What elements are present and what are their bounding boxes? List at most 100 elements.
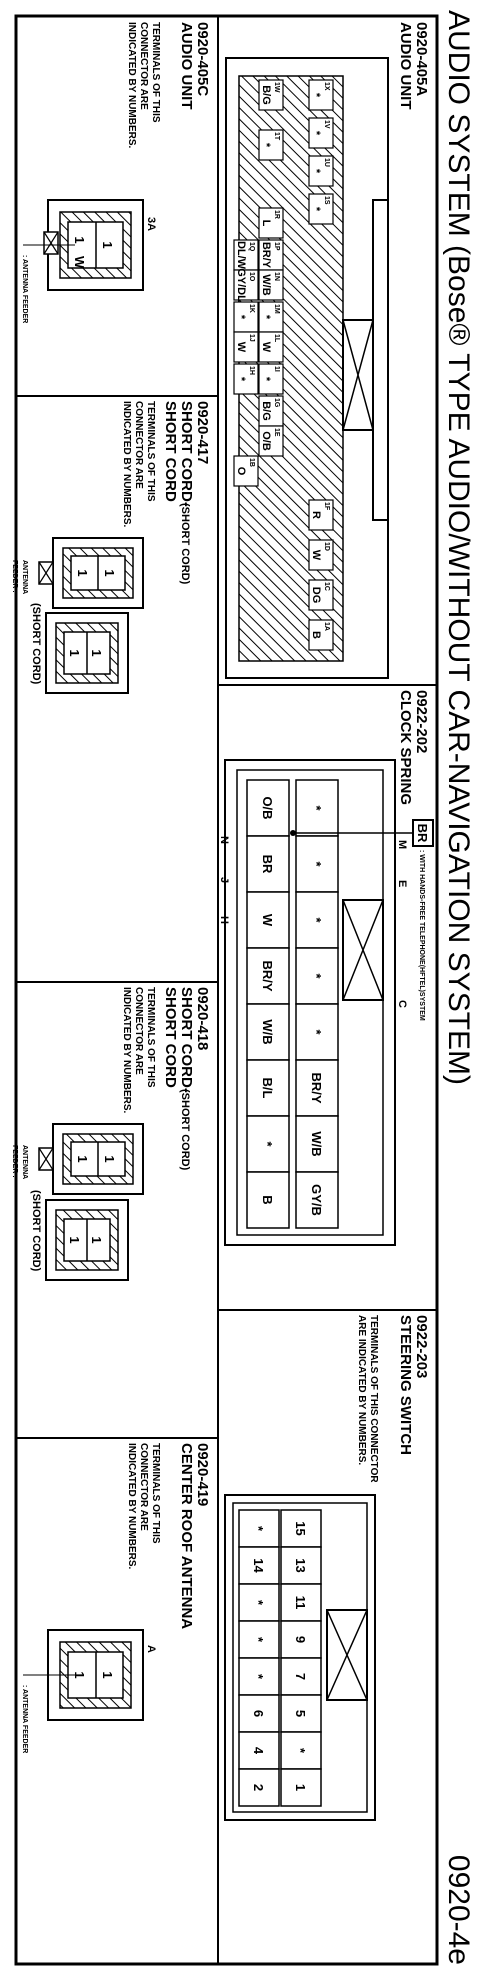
svg-text:B/L: B/L <box>260 1078 275 1099</box>
clock-spring-pin-top-8: GY/B <box>295 1171 339 1229</box>
pin-1s: 1S* <box>308 193 334 225</box>
terminal-note-line-2: CONNECTOR ARE <box>138 1443 149 1531</box>
svg-text:DG: DG <box>310 587 322 604</box>
svg-text:*: * <box>260 315 272 320</box>
svg-text:*: * <box>235 315 247 320</box>
svg-text:BR/Y: BR/Y <box>260 960 275 991</box>
audio-unit-pins: 1X*1V*1U*1S*1WB/G1T*1RL1PBR/Y1NW/B1QDL/W… <box>233 79 334 651</box>
svg-text:1K: 1K <box>248 304 255 313</box>
steering-pin-top-4: 9 <box>280 1620 322 1659</box>
clock-spring-pin-top-4: * <box>295 947 339 1005</box>
clock-spring-pin-top-5: * <box>295 1003 339 1061</box>
steering-pin-bottom-1: * <box>238 1509 280 1548</box>
letter-h: H <box>218 916 230 924</box>
svg-text:BR/Y: BR/Y <box>260 242 272 269</box>
svg-text:*: * <box>251 1600 266 1606</box>
clock-spring-pin-bottom-4: BR/Y <box>246 947 290 1005</box>
with-hf-note: : WITH HANDS-FREE TELEPHONE(HFTEL)SYSTEM <box>418 850 425 1021</box>
svg-text:1J: 1J <box>248 334 255 342</box>
svg-text:1X: 1X <box>323 82 330 91</box>
steering-pin-bottom-7: 4 <box>238 1731 280 1770</box>
steering-pin-top-2: 13 <box>280 1546 322 1585</box>
clock-spring-pin-bottom-6: B/L <box>246 1059 290 1117</box>
steering-pin-top-6: 5 <box>280 1694 322 1733</box>
terminal-note-line-1: TERMINALS OF THIS <box>145 987 156 1088</box>
connector-0920-405a: 0920-405A AUDIO UNIT 1X*1V*1U*1S*1WB/G1T… <box>225 22 430 679</box>
svg-text:*: * <box>251 1637 266 1643</box>
svg-text:BR/Y: BR/Y <box>309 1072 324 1103</box>
svg-text:*: * <box>310 93 322 98</box>
connector-name: CLOCK SPRING <box>397 690 414 805</box>
pin-1g: 1GB/G <box>258 395 284 427</box>
svg-text:O/B: O/B <box>260 431 272 451</box>
svg-text:1M: 1M <box>273 304 280 314</box>
pin-1u: 1U* <box>308 155 334 187</box>
connector-name-2: SHORT CORD <box>162 987 179 1088</box>
steering-pin-top-5: 7 <box>280 1657 322 1696</box>
clock-spring-pin-bottom-7: * <box>246 1115 290 1173</box>
grid-frame <box>14 14 439 1966</box>
svg-text:1C: 1C <box>323 582 330 591</box>
svg-text:1I: 1I <box>273 366 280 372</box>
steering-pin-bottom-2: 14 <box>238 1546 280 1585</box>
pin-1d: 1DW <box>308 539 334 571</box>
svg-text:1: 1 <box>89 649 104 656</box>
svg-text:*: * <box>251 1674 266 1680</box>
svg-text:*: * <box>309 973 324 979</box>
br-dot <box>290 830 296 836</box>
svg-text:L: L <box>260 220 272 227</box>
antenna-feeder-a: ANTENNA <box>21 1145 28 1179</box>
clock-spring-pin-top-7: W/B <box>295 1115 339 1173</box>
svg-text:1E: 1E <box>273 428 280 437</box>
svg-text:1T: 1T <box>273 132 280 141</box>
antenna-feeder-a: ANTENNA <box>21 560 28 594</box>
svg-text:*: * <box>309 917 324 923</box>
steering-pin-bottom-5: * <box>238 1657 280 1696</box>
svg-text:1D: 1D <box>323 542 330 551</box>
svg-text:1: 1 <box>102 569 117 576</box>
clock-spring-pin-bottom-2: BR <box>246 835 290 893</box>
pin-1r: 1RL <box>258 207 284 239</box>
clock-spring-pin-top-3: * <box>295 891 339 949</box>
svg-text:*: * <box>260 377 272 382</box>
svg-text:13: 13 <box>293 1558 308 1572</box>
svg-text:1: 1 <box>75 569 90 576</box>
svg-text:*: * <box>251 1526 266 1532</box>
svg-text:GY/B: GY/B <box>309 1184 324 1216</box>
steering-pin-bottom-6: 6 <box>238 1694 280 1733</box>
svg-text:1W: 1W <box>273 82 280 93</box>
svg-text:1: 1 <box>67 1236 82 1243</box>
connector-name: AUDIO UNIT <box>397 22 414 110</box>
pin-1x: 1X* <box>308 79 334 111</box>
svg-text:1N: 1N <box>273 272 280 281</box>
svg-text:1H: 1H <box>248 366 255 375</box>
connector-name-1: SHORT CORD- <box>178 987 195 1093</box>
clock-spring-pin-top-2: * <box>295 835 339 893</box>
connector-0922-202: 0922-202 CLOCK SPRING *****BR/YW/BGY/BO/… <box>218 690 434 1246</box>
svg-text:1O: 1O <box>248 272 255 282</box>
antenna-feeder-label: : ANTENNA FEEDER <box>21 255 28 323</box>
svg-text:1G: 1G <box>273 398 280 408</box>
svg-text:1: 1 <box>100 1671 115 1678</box>
antenna-feeder-b: FEEDER : <box>11 1145 18 1178</box>
steering-pin-top-8: 1 <box>280 1768 322 1807</box>
steering-pin-top-7: * <box>280 1731 322 1770</box>
letter-n: N <box>218 836 230 844</box>
svg-text:W/B: W/B <box>309 1131 324 1156</box>
steering-pin-bottom-3: * <box>238 1583 280 1622</box>
connector-name: CENTER ROOF ANTENNA <box>178 1443 195 1629</box>
short-cord-note: (SHORT CORD) <box>179 503 191 585</box>
svg-text:1: 1 <box>89 1236 104 1243</box>
svg-text:1Q: 1Q <box>248 242 255 252</box>
page-ref: 0920-4e <box>442 1855 475 1965</box>
connector-0920-417: 0920-417 SHORT CORD- SHORT CORD (SHORT C… <box>11 401 211 694</box>
svg-text:2: 2 <box>251 1784 266 1791</box>
letter-m: M <box>396 840 408 849</box>
letter-e: E <box>396 880 408 887</box>
svg-text:*: * <box>293 1748 308 1754</box>
svg-text:1: 1 <box>72 236 87 243</box>
svg-text:*: * <box>309 1029 324 1035</box>
